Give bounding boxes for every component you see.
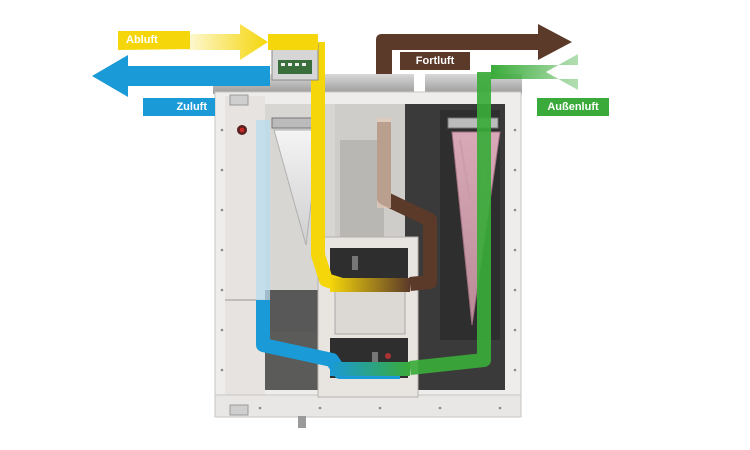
drain-stub [298, 416, 306, 428]
label-abluft: Abluft [118, 31, 190, 49]
housing-base [215, 395, 521, 417]
label-aussenluft: Außenluft [537, 98, 609, 116]
label-zuluft: Zuluft [143, 98, 215, 116]
top-collar-mid [322, 74, 414, 94]
label-fortluft: Fortluft [400, 52, 470, 70]
